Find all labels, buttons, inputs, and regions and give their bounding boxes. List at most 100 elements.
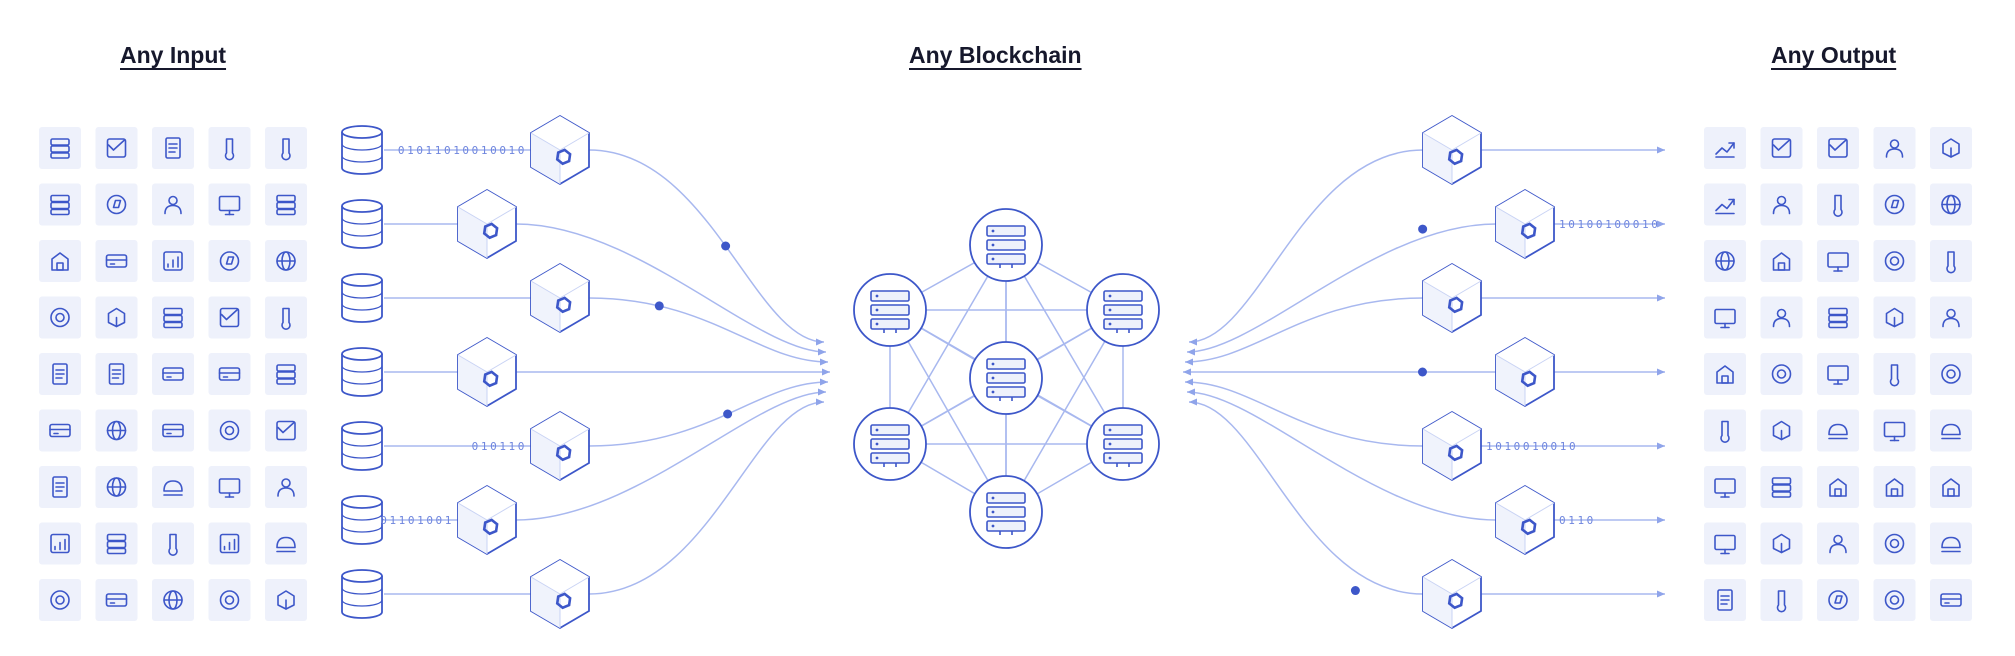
output-row [1188,146,1665,346]
temperature-icon [39,579,81,621]
document-edit-icon [208,183,251,226]
terminal-icon [1873,183,1916,226]
globe-icon [1873,240,1916,282]
laptop-card-icon [1760,127,1803,169]
data-source-database [341,495,383,545]
oracle-node-hex [529,410,591,482]
irrigation-icon [265,466,307,508]
capitol-icon [1930,296,1972,339]
data-source-database [341,273,383,323]
gavel-icon [152,183,194,226]
database-sync-icon [208,466,251,508]
input-flow-curve [515,388,827,521]
cloud-lock-icon [1704,296,1746,339]
bitcoin-hand-icon [95,522,138,565]
rain-cloud-icon [265,240,307,282]
car-icon [95,183,138,226]
data-source-database [341,421,383,471]
factory-gear-icon [1704,409,1746,452]
oracle-node-hex [1421,410,1483,482]
binary-stream-label: 01011010010010 [398,144,527,157]
input-heading: Any Input [120,42,227,68]
battery-icon [208,353,251,395]
data-source-database [341,199,383,249]
blockchain-server-node-upper-left [853,273,927,347]
oracle-node-hex [456,336,518,408]
data-source-database [341,347,383,397]
input-row [384,378,829,447]
id-person-icon [265,579,307,621]
cart-icon [208,296,251,339]
blockchain-server-node-top [969,208,1043,282]
output-heading: Any Output [1771,42,1897,68]
dollar-coin-icon [95,127,138,169]
rocket-icon [1760,240,1803,282]
city-icon [1704,127,1746,169]
data-packet-dot [1417,367,1427,377]
oil-rig-icon [208,522,251,565]
tower-icon [1873,522,1916,565]
output-row [1186,388,1665,524]
delivery-truck-icon [208,240,251,282]
contract-sign-icon [39,409,81,452]
satellite-icon [265,353,307,395]
bank-columns-icon [1760,353,1803,395]
oracle-node-hex [456,188,518,260]
oracle-node-hex [1494,188,1556,260]
output-row [1183,367,1665,377]
chip-icon [1704,522,1746,565]
server-icon [1930,127,1972,169]
storefront-icon [265,296,307,339]
chart-icon [39,127,81,169]
compass-icon [265,127,307,169]
basketball-hoop-icon [39,353,81,395]
bridge-icon [265,183,307,226]
input-row [384,149,825,346]
output-flow-curve [1188,149,1424,346]
output-flow-curve [1186,223,1497,356]
tether-icon [1817,353,1859,395]
input-flow-curve [515,223,827,356]
binary-stream-label: 010110 [472,440,527,453]
thermometer-icon [39,240,81,282]
input-flow-curve [588,149,825,346]
blockchain-server-node-lower-right [1086,407,1160,481]
government-icon [1817,466,1859,508]
gears-icon [1817,409,1859,452]
binary-stream-label: 0110 [1559,514,1596,527]
oracle-node-hex [529,262,591,334]
globe-lock-icon [1704,183,1746,226]
monitor-check-icon [1704,466,1746,508]
binary-person-icon [152,296,194,339]
data-source-database [341,569,383,619]
sun-icon [152,409,194,452]
bank-coin-icon [1873,127,1916,169]
card-check-icon [1760,183,1803,226]
euro-icon [1930,240,1972,282]
data-packet-dot [723,409,733,419]
output-flow-curve [1184,378,1424,447]
database-icon [1704,353,1746,395]
oracle-node-hex [1421,262,1483,334]
blockchain-server-node-lower-left [853,407,927,481]
heart-pulse-icon [152,579,194,621]
globe-truck-icon [39,296,81,339]
solar-panel-icon [39,183,81,226]
factory-icon [265,522,307,565]
data-packet-dot [654,301,664,311]
antenna-icon [1930,522,1972,565]
soccer-ball-icon [152,466,194,508]
binary-stream-label: 10100100010 [1559,218,1660,231]
ethereum-icon [1817,183,1859,226]
binary-stream-label: 1010010010 [1486,440,1578,453]
blockchain-server-node-upper-right [1086,273,1160,347]
dollar-icon [1817,127,1859,169]
bank-icon [1930,183,1972,226]
output-row [1184,294,1665,366]
code-window-icon [95,579,138,621]
oracle-node-hex [1494,484,1556,556]
oracle-node-hex [456,484,518,556]
telescope-icon [95,296,138,339]
blockchain-heading: Any Blockchain [909,42,1082,68]
